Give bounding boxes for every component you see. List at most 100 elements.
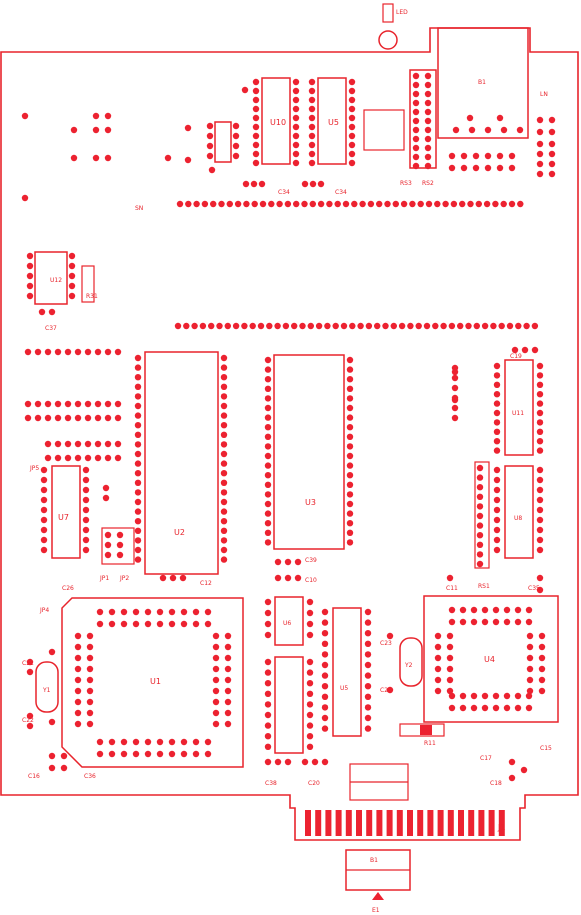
solder-pad [412, 72, 420, 80]
solder-pad [346, 481, 354, 488]
solder-pad [306, 711, 314, 719]
solder-pad [86, 643, 94, 651]
solder-pad [351, 200, 358, 208]
solder-pad [293, 200, 300, 208]
solder-pad [538, 632, 546, 640]
solder-pad [84, 400, 92, 408]
solder-pad [306, 609, 314, 617]
solder-pad [346, 366, 354, 373]
solder-pad [86, 720, 94, 728]
solder-pad [134, 460, 142, 467]
solder-pad [96, 608, 104, 616]
solder-pad [498, 322, 505, 330]
solder-pad [92, 126, 100, 134]
solder-pad [250, 180, 258, 188]
solder-pad [54, 454, 62, 462]
solder-pad [346, 385, 354, 392]
solder-pad [526, 654, 534, 662]
solder-pad [212, 698, 220, 706]
solder-pad [493, 466, 501, 474]
solder-pad [264, 452, 272, 460]
solder-pad [536, 140, 544, 148]
solder-pad [206, 142, 214, 150]
solder-pad [274, 322, 281, 330]
chip-u9 [274, 656, 304, 754]
solder-pad [134, 546, 142, 554]
solder-pad [425, 200, 433, 208]
edge-finger [437, 810, 444, 836]
solder-pad [536, 586, 544, 594]
solder-pad [264, 539, 272, 546]
solder-pad [54, 440, 62, 448]
solder-pad [212, 643, 220, 651]
solder-pad [548, 170, 556, 178]
solder-pad [26, 658, 34, 666]
solder-pad [412, 81, 420, 89]
solder-pad [424, 81, 432, 89]
solder-pad [321, 619, 329, 626]
solder-pad [220, 364, 228, 371]
solder-pad [169, 574, 177, 582]
label-c22: C22 [22, 717, 34, 724]
solder-pad [481, 606, 489, 614]
solder-pad [252, 141, 260, 149]
solder-pad [220, 470, 228, 477]
solder-pad [346, 452, 354, 460]
chip-u7 [51, 465, 81, 559]
label-u7: U7 [58, 513, 69, 522]
solder-pad [224, 322, 231, 330]
solder-pad [220, 402, 228, 410]
label-c18: C18 [490, 780, 502, 787]
solder-pad [264, 609, 272, 617]
solder-pad [526, 665, 534, 673]
solder-pad [367, 200, 375, 208]
solder-pad [82, 486, 90, 494]
solder-pad [508, 774, 516, 782]
solder-pad [308, 87, 316, 95]
solder-pad [74, 687, 82, 695]
solder-pad [306, 631, 314, 639]
solder-pad [364, 693, 372, 700]
solder-pad [48, 648, 56, 656]
solder-pad [424, 144, 432, 152]
solder-pad [40, 486, 48, 494]
solder-pad [476, 464, 484, 472]
solder-pad [40, 516, 48, 524]
solder-pad [459, 618, 467, 626]
solder-pad [134, 470, 142, 477]
solder-pad [506, 322, 514, 330]
solder-pad [192, 608, 200, 616]
solder-pad [134, 508, 142, 515]
solder-pad [249, 322, 256, 330]
solder-pad [259, 200, 267, 208]
solder-pad [446, 574, 454, 582]
solder-pad [92, 112, 100, 120]
solder-pad [484, 164, 492, 172]
solder-pad [446, 654, 454, 662]
solder-pad [400, 200, 408, 208]
solder-pad [252, 123, 260, 131]
solder-pad [212, 709, 220, 717]
solder-pad [536, 516, 544, 524]
edge-finger [386, 810, 393, 836]
solder-pad [424, 108, 432, 116]
label-u3: U3 [305, 498, 316, 507]
solder-pad [26, 262, 34, 270]
solder-pad [264, 424, 272, 431]
solder-pad [412, 144, 420, 152]
solder-pad [24, 348, 32, 356]
label-y1: Y1 [42, 687, 51, 694]
solder-pad [68, 272, 76, 280]
edge-finger [376, 810, 383, 836]
solder-pad [134, 498, 142, 506]
solder-pad [348, 96, 356, 104]
solder-pad [234, 200, 242, 208]
solder-pad [64, 414, 72, 422]
solder-pad [459, 200, 466, 208]
solder-pad [308, 150, 316, 158]
solder-pad [156, 750, 164, 758]
solder-pad [74, 414, 82, 422]
solder-pad [264, 680, 272, 687]
solder-pad [306, 722, 314, 729]
